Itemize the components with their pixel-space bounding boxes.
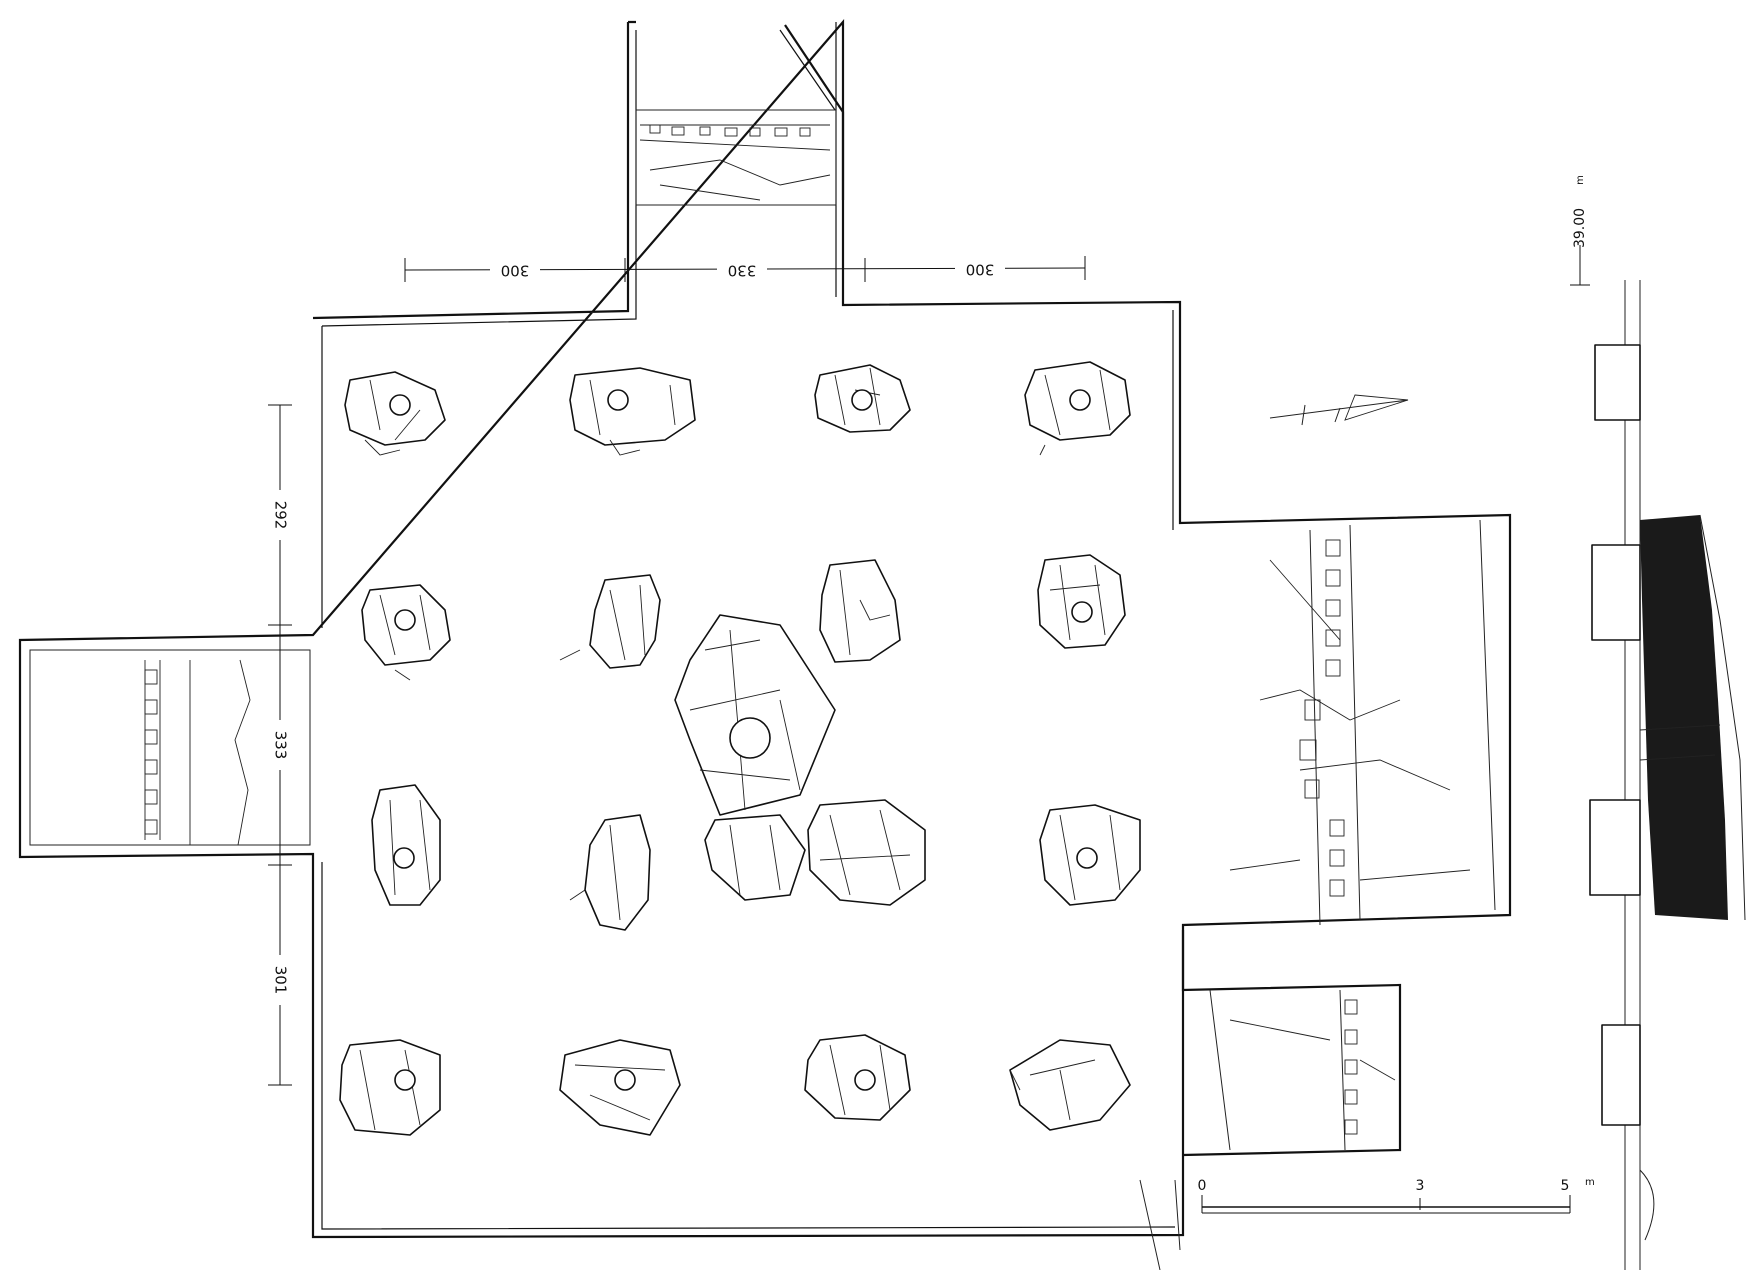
dimension-top-1: 300 <box>501 262 530 280</box>
elevation-marker: 39.00 m <box>1570 175 1590 286</box>
section-drawing <box>1589 280 1746 1270</box>
scale-unit: m <box>1585 1177 1595 1188</box>
dimension-left-2: 333 <box>272 731 290 760</box>
pillar-stone <box>569 367 696 456</box>
dimension-top: 300 330 300 <box>404 256 1086 282</box>
central-large-stone <box>674 614 836 816</box>
north-arrow <box>1269 394 1409 426</box>
scale-tick-5: 5 <box>1561 1178 1570 1194</box>
pillar-stone <box>344 371 446 456</box>
dimension-top-2: 330 <box>728 262 757 280</box>
pillar-stone <box>819 559 901 663</box>
dimension-top-3: 300 <box>966 261 995 279</box>
pillar-stone <box>1024 361 1131 456</box>
pillar-stone <box>704 814 806 901</box>
scale-tick-3: 3 <box>1416 1178 1425 1194</box>
pillar-stone <box>1009 1039 1131 1131</box>
pillar-stone <box>371 784 441 906</box>
pillar-stone <box>361 584 451 681</box>
pillar-stone <box>339 1039 441 1136</box>
pillar-stone <box>1039 804 1141 906</box>
dimension-left: 292 333 301 <box>268 404 292 1086</box>
scale-tick-0: 0 <box>1198 1178 1207 1194</box>
pillar-stone <box>804 1034 911 1121</box>
pillar-stone <box>559 574 661 669</box>
scale-bar: 0 3 5 m <box>1198 1177 1595 1214</box>
pillar-stone <box>559 1039 681 1136</box>
dimension-left-1: 292 <box>272 501 290 530</box>
pillar-stone <box>569 814 651 931</box>
pillar-stone <box>807 799 926 906</box>
elevation-unit: m <box>1575 175 1586 185</box>
pillar-stones <box>339 361 1141 1136</box>
dimension-left-3: 301 <box>272 966 290 995</box>
pillar-stone <box>1037 554 1126 649</box>
building-outline <box>18 19 1512 1270</box>
elevation-label: 39.00 <box>1572 208 1588 248</box>
pillar-stone <box>814 364 911 433</box>
